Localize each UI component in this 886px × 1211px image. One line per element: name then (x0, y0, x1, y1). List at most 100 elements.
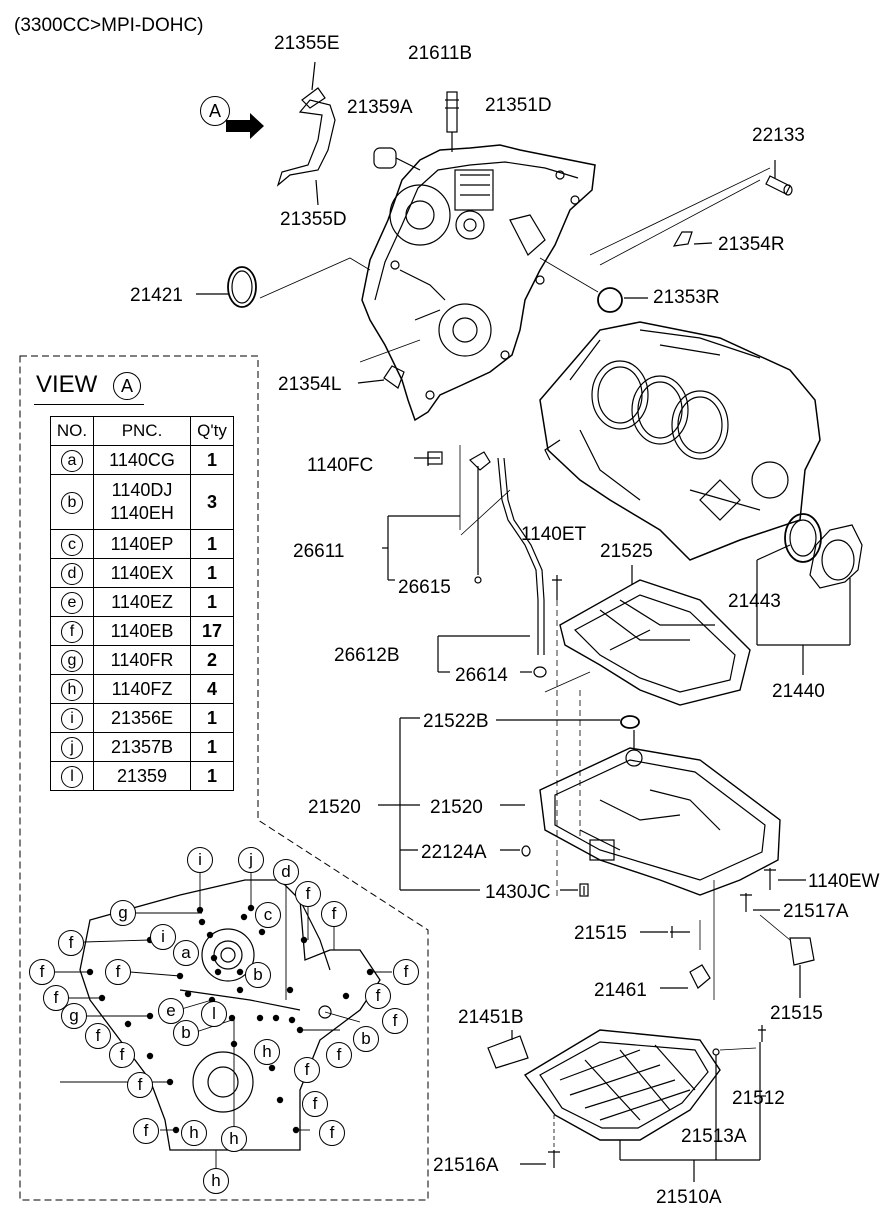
part-label-21354R[interactable]: 21354R (718, 234, 785, 255)
view-callout-g-2[interactable]: g (61, 1003, 87, 1029)
view-callout-f[interactable]: f (382, 1008, 408, 1034)
pin-22133-drawing (589, 160, 793, 266)
part-label-26615[interactable]: 26615 (398, 577, 451, 598)
view-title-underline (34, 404, 144, 405)
view-arrow-letter: A (200, 96, 230, 126)
view-callout-f[interactable]: f (109, 1042, 135, 1068)
part-label-21517A[interactable]: 21517A (783, 901, 849, 922)
part-label-1430JC[interactable]: 1430JC (485, 882, 551, 903)
oil-pan-lower-drawing (487, 1025, 766, 1182)
legend-code-cell: d (50, 558, 94, 588)
part-label-22124A[interactable]: 22124A (421, 842, 487, 863)
view-callout-f[interactable]: f (326, 1042, 352, 1068)
view-callout-c[interactable]: c (255, 902, 281, 928)
view-callout-b[interactable]: b (245, 962, 271, 988)
legend-pnc-cell[interactable]: 21357B (93, 732, 191, 762)
legend-pnc-cell[interactable]: 1140CG (93, 445, 191, 475)
view-callout-f[interactable]: f (321, 901, 347, 927)
view-title: VIEW (36, 371, 98, 398)
view-callout-i[interactable]: i (187, 847, 213, 873)
part-label-26614[interactable]: 26614 (455, 665, 508, 686)
view-callout-i-2[interactable]: i (150, 924, 176, 950)
part-label-21516A[interactable]: 21516A (433, 1155, 499, 1176)
view-callout-f[interactable]: f (302, 1091, 328, 1117)
legend-pnc-cell[interactable]: 21359 (93, 761, 191, 791)
part-label-21451B[interactable]: 21451B (458, 1007, 524, 1028)
view-callout-f[interactable]: f (29, 959, 55, 985)
view-callout-f[interactable]: f (127, 1072, 153, 1098)
part-label-21525[interactable]: 21525 (600, 541, 653, 562)
part-label-1140ET[interactable]: 1140ET (521, 524, 587, 545)
legend-header-no: NO. (50, 416, 94, 446)
legend-pnc-cell[interactable]: 1140FR (93, 645, 191, 675)
part-label-21351D[interactable]: 21351D (485, 95, 552, 116)
legend-pnc-cell[interactable]: 1140FZ (93, 674, 191, 704)
legend-pnc-cell[interactable]: 1140EB (93, 616, 191, 646)
view-callout-h-4[interactable]: h (203, 1168, 229, 1194)
part-label-21359A[interactable]: 21359A (347, 97, 413, 118)
view-callout-f[interactable]: f (58, 930, 84, 956)
view-callout-b-2[interactable]: b (173, 1020, 199, 1046)
legend-pnc-cell[interactable]: 1140EZ (93, 587, 191, 617)
part-label-21520-right[interactable]: 21520 (430, 797, 483, 818)
view-callout-f[interactable]: f (319, 1120, 345, 1146)
part-label-26612B[interactable]: 26612B (334, 645, 400, 666)
view-callout-f[interactable]: f (365, 983, 391, 1009)
legend-code-callout: c (61, 533, 83, 556)
part-label-21355E[interactable]: 21355E (274, 33, 340, 54)
part-label-21421[interactable]: 21421 (130, 285, 183, 306)
legend-code-callout: d (61, 562, 83, 585)
part-label-21515-right[interactable]: 21515 (770, 1003, 823, 1024)
part-label-1140FC[interactable]: 1140FC (307, 455, 374, 476)
view-callout-f[interactable]: f (393, 959, 419, 985)
view-callout-b-3[interactable]: b (353, 1026, 379, 1052)
view-callout-h-2[interactable]: h (181, 1120, 207, 1146)
gasket-21354L-drawing (357, 339, 421, 389)
view-callout-g[interactable]: g (110, 900, 136, 926)
view-callout-f[interactable]: f (105, 959, 131, 985)
view-callout-f[interactable]: f (133, 1118, 159, 1144)
view-callout-e[interactable]: e (158, 998, 184, 1024)
part-label-21354L[interactable]: 21354L (278, 374, 342, 395)
part-label-21355D[interactable]: 21355D (280, 209, 347, 230)
view-callout-a[interactable]: a (173, 940, 199, 966)
part-label-21461[interactable]: 21461 (594, 980, 647, 1001)
view-callout-h-3[interactable]: h (221, 1126, 247, 1152)
part-label-21512[interactable]: 21512 (732, 1088, 785, 1109)
part-label-21443[interactable]: 21443 (728, 591, 781, 612)
view-a-bolt-dots (86, 904, 374, 1134)
part-label-21440[interactable]: 21440 (772, 681, 825, 702)
legend-qty-cell: 1 (190, 558, 234, 588)
dipstick-drawing (382, 445, 547, 678)
legend-pnc-cell[interactable]: 1140EP (93, 529, 191, 559)
view-callout-h[interactable]: h (254, 1039, 280, 1065)
view-callout-f[interactable]: f (294, 1057, 320, 1083)
part-label-21515-left[interactable]: 21515 (574, 923, 627, 944)
legend-qty-cell: 4 (190, 674, 234, 704)
part-label-21353R[interactable]: 21353R (653, 287, 720, 308)
view-callout-j[interactable]: j (238, 847, 264, 873)
view-callout-f[interactable]: f (295, 881, 321, 907)
view-arrow-icon (226, 113, 264, 139)
part-label-26611[interactable]: 26611 (293, 541, 345, 562)
part-label-21510A[interactable]: 21510A (656, 1187, 722, 1208)
part-label-21520-left[interactable]: 21520 (308, 797, 361, 818)
legend-pnc-cell[interactable]: 1140DJ 1140EH (93, 474, 191, 530)
legend-pnc-cell[interactable]: 21356E (93, 703, 191, 733)
bolts-drawing (640, 868, 815, 1000)
legend-qty-cell: 1 (190, 587, 234, 617)
part-label-1140EW[interactable]: 1140EW (808, 871, 880, 892)
oring-21353R-drawing (539, 257, 648, 313)
view-callout-f[interactable]: f (85, 1023, 111, 1049)
rear-seal-drawing (756, 513, 863, 675)
legend-pnc-cell[interactable]: 1140EX (93, 558, 191, 588)
part-label-21522B[interactable]: 21522B (423, 711, 489, 732)
part-label-21611B[interactable]: 21611B (408, 43, 473, 64)
part-label-21513A[interactable]: 21513A (681, 1126, 747, 1147)
view-callout-l[interactable]: l (201, 1001, 227, 1027)
view-callout-d[interactable]: d (273, 859, 299, 885)
part-label-22133[interactable]: 22133 (752, 125, 805, 146)
